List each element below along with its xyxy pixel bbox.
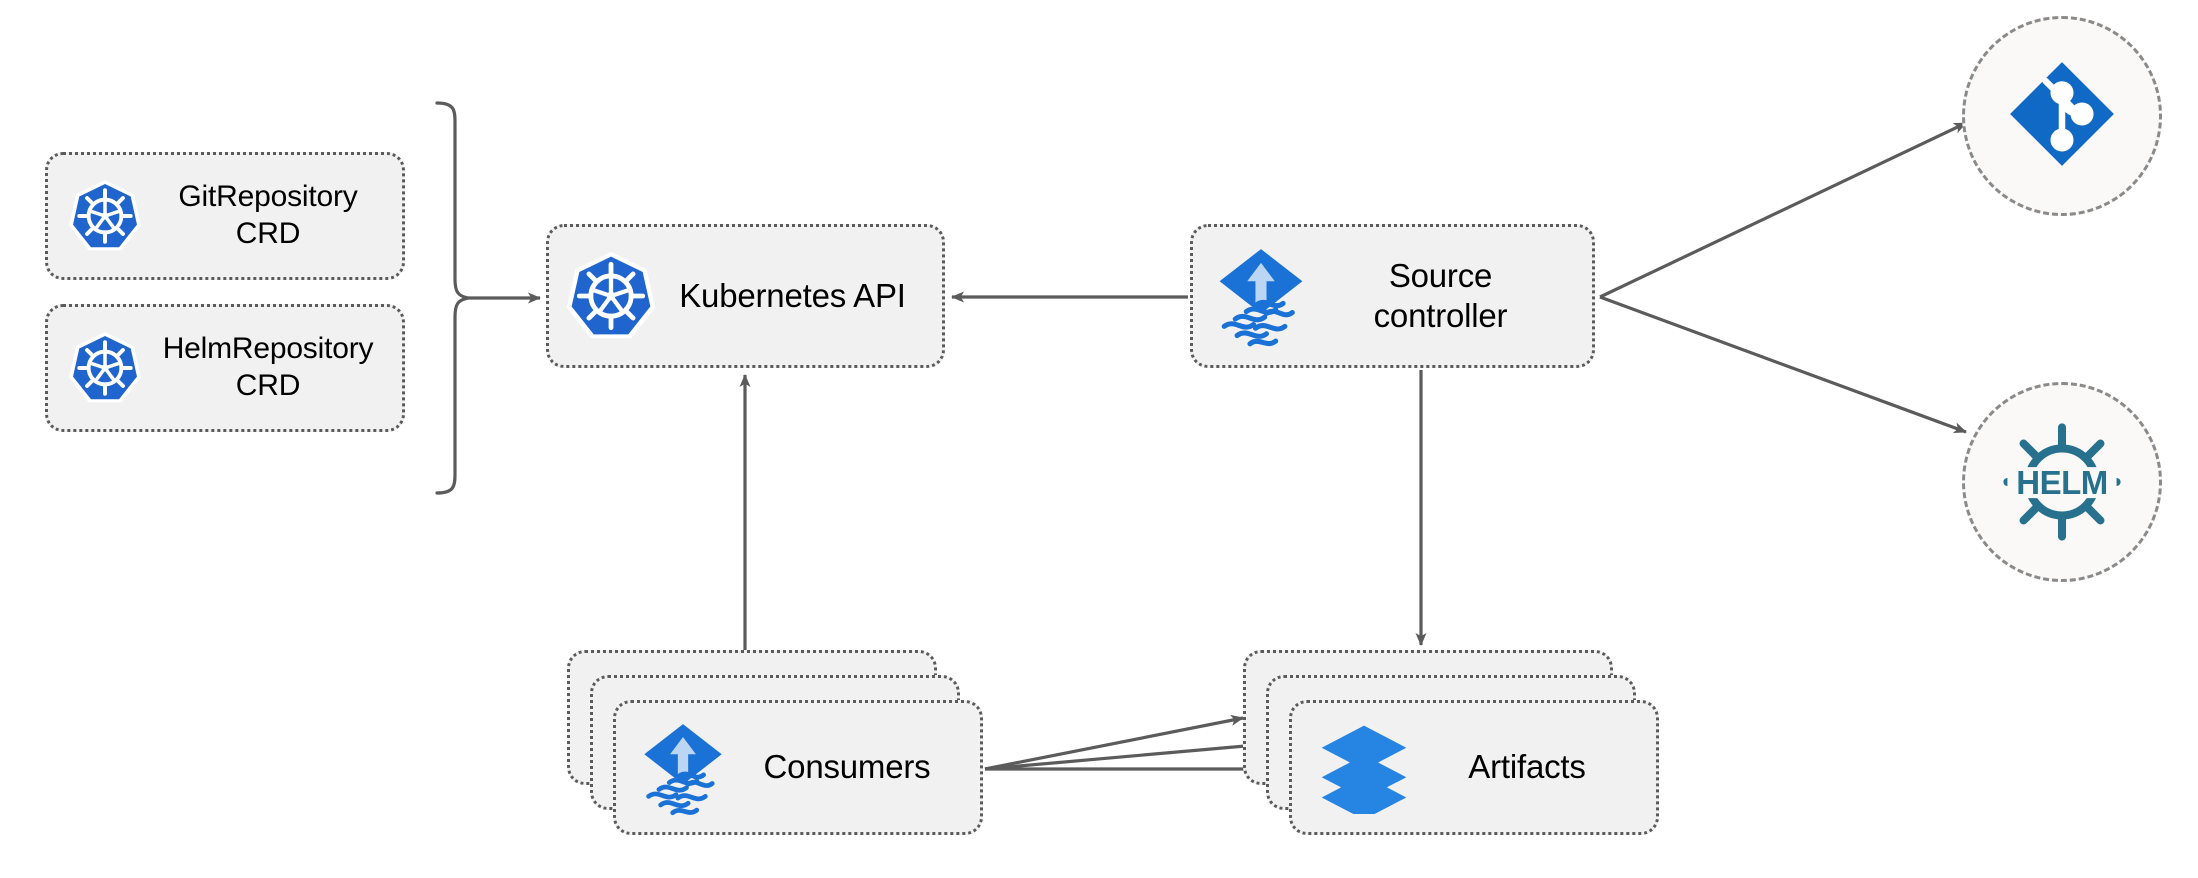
kubernetes-icon [66, 329, 144, 407]
edge-consumers-to-artifacts-back [984, 714, 1244, 771]
helm-wordmark: HELM [2016, 463, 2108, 501]
node-git-provider[interactable] [1962, 16, 2162, 216]
flux-icon [640, 720, 726, 816]
node-kubernetes-api[interactable]: Kubernetes API [546, 224, 945, 368]
node-gitrepository-crd[interactable]: GitRepository CRD [45, 152, 405, 280]
helm-wheel-icon: HELM [2000, 420, 2124, 544]
node-label-consumers: Consumers [763, 748, 931, 786]
node-group-consumers: Consumers [567, 650, 987, 840]
kubernetes-icon [66, 177, 144, 255]
edge-consumers-to-artifacts-mid [984, 739, 1269, 771]
node-label-artifacts: Artifacts [1468, 748, 1586, 786]
layers-icon [1318, 722, 1410, 814]
node-helmrepository-crd[interactable]: HelmRepository CRD [45, 304, 405, 432]
node-artifacts[interactable]: Artifacts [1289, 700, 1659, 835]
node-label-gitrepository-crd: GitRepository CRD [178, 180, 358, 250]
flux-icon [1215, 245, 1307, 347]
edge-source-controller-to-helm [1599, 295, 1967, 434]
node-label-source-controller: Source controller [1373, 256, 1508, 334]
node-label-kubernetes-api: Kubernetes API [679, 276, 906, 314]
crd-group-brace [435, 101, 469, 495]
git-branch-icon [2003, 55, 2121, 178]
kubernetes-icon [563, 248, 659, 344]
edge-source-controller-to-git [1599, 121, 1967, 299]
node-helm-provider[interactable]: HELM [1962, 382, 2162, 582]
node-group-artifacts: Artifacts [1243, 650, 1663, 840]
node-label-helmrepository-crd: HelmRepository CRD [162, 332, 374, 402]
node-consumers[interactable]: Consumers [613, 700, 983, 835]
node-source-controller[interactable]: Source controller [1190, 224, 1595, 368]
